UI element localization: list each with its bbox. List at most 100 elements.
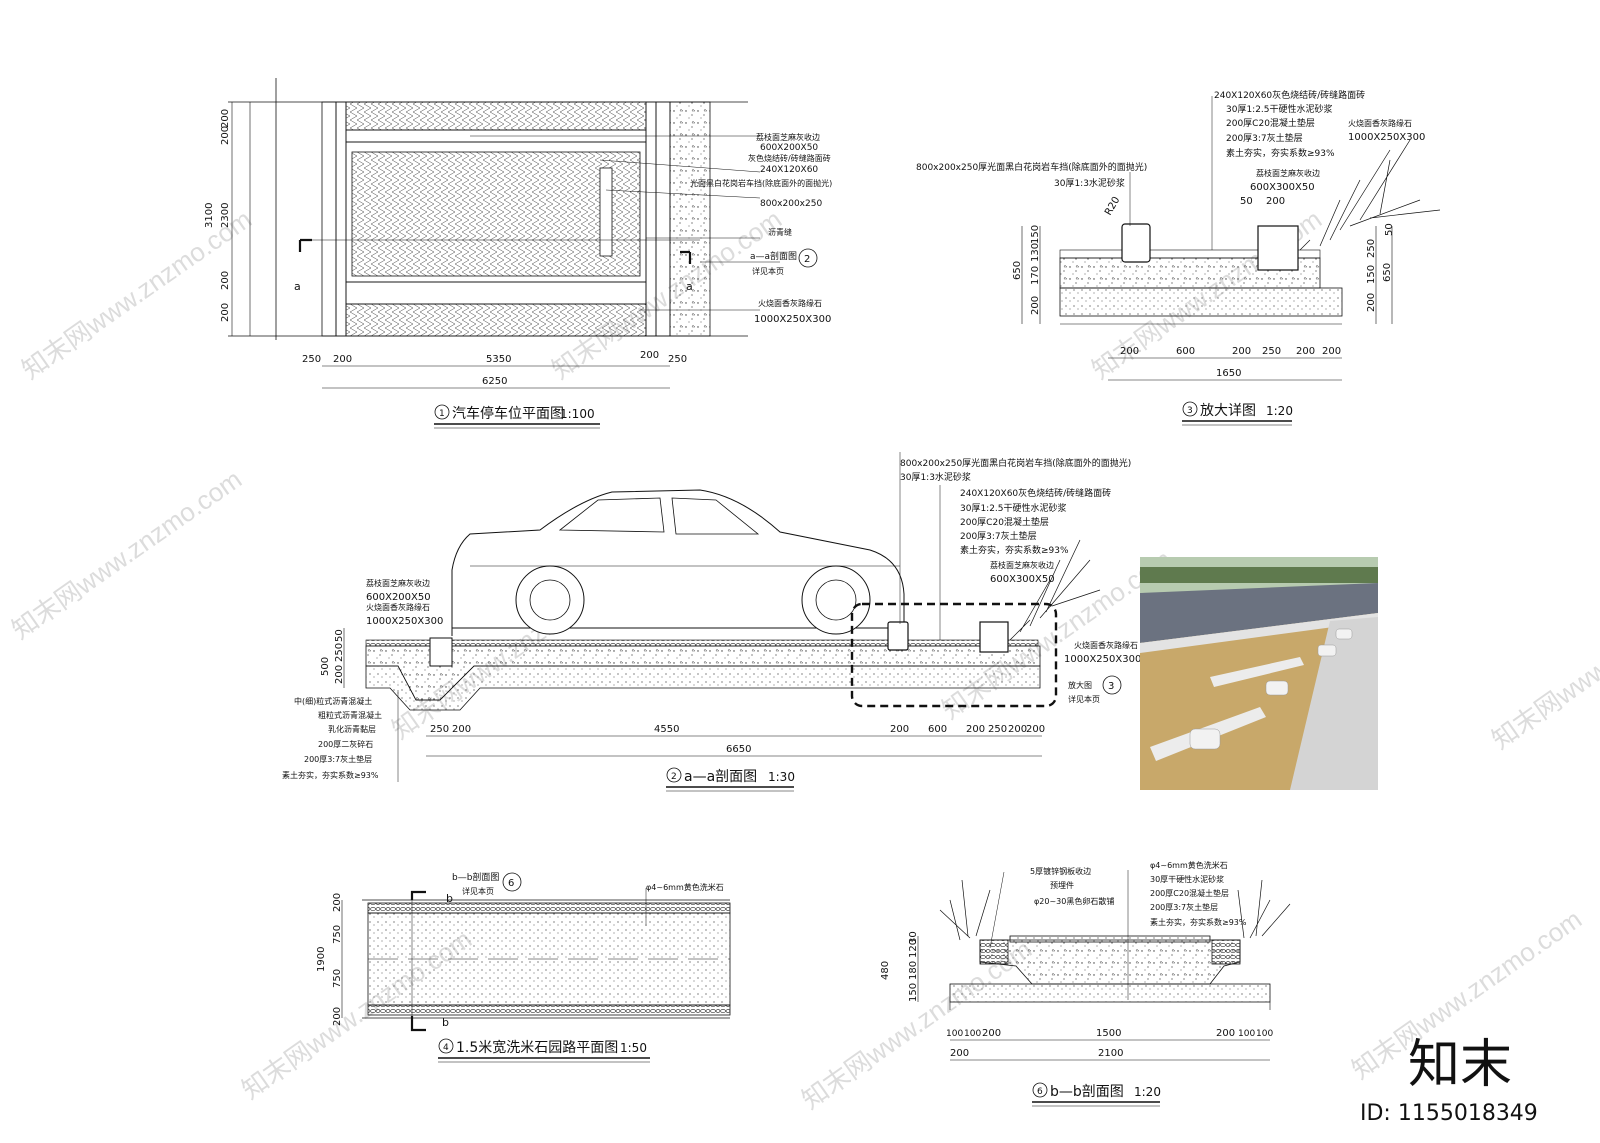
dim-label: 150: [908, 983, 919, 1002]
dim-label: 5350: [486, 354, 511, 365]
detail-ref-number: 3: [1108, 681, 1114, 692]
material-label: 灰色烧结砖/砖缝路面砖: [748, 153, 831, 163]
material-label: 1000X250X300: [1348, 132, 1425, 143]
material-label: φ20~30黑色卵石散铺: [1034, 896, 1114, 906]
enlarged-detail: 240X120X60灰色烧结砖/砖缝路面砖 30厚1:2.5干硬性水泥砂浆 20…: [916, 89, 1441, 426]
material-label: 30厚1:2.5干硬性水泥砂浆: [960, 502, 1067, 514]
material-label: 素土夯实，夯实系数≥93%: [960, 544, 1069, 556]
dim-label: 250: [430, 724, 449, 735]
dim-label: 650: [1012, 261, 1023, 280]
dim-label: 200: [1266, 196, 1285, 207]
layer-label: 粗粒式沥青混凝土: [318, 710, 382, 720]
material-label: 火烧面香灰路缘石: [366, 602, 430, 612]
section-a-a: 800x200x250厚光面黑白花岗岩车挡(除底面外的面抛光) 30厚1:3水泥…: [282, 452, 1141, 792]
dim-label: 200: [890, 724, 909, 735]
material-label: 600X300X50: [1250, 182, 1315, 193]
dim-label: 200: [333, 354, 352, 365]
dim-label: 200: [1296, 346, 1315, 357]
detail-callout-box: [850, 602, 1058, 708]
dim-label: 200: [332, 893, 343, 912]
section-ref-number: 2: [804, 254, 810, 265]
layer-label: 乳化沥青黏层: [328, 724, 376, 734]
drawing-scale: 1:20: [1134, 1085, 1161, 1099]
dim-label: 4550: [654, 724, 679, 735]
dim-label: 200: [966, 724, 985, 735]
dim-label: 200: [220, 126, 231, 145]
material-label: 素土夯实，夯实系数≥93%: [1226, 147, 1335, 159]
watermark-text: 知末网www.znzmo.com: [16, 204, 257, 385]
dim-label: 200: [1232, 346, 1251, 357]
material-label: 30厚1:2.5干硬性水泥砂浆: [1226, 103, 1333, 115]
dim-label: 200: [332, 1007, 343, 1026]
dim-label: 200: [1216, 1028, 1235, 1039]
material-label: 光面黑白花岗岩车挡(除底面外的面抛光): [690, 178, 832, 188]
material-label: 200厚3:7灰土垫层: [1150, 902, 1218, 912]
dim-label: 1500: [1096, 1028, 1121, 1039]
material-label: φ4~6mm黄色洗米石: [1150, 860, 1228, 870]
material-label: 1000X250X300: [366, 616, 443, 627]
material-label: 800x200x250厚光面黑白花岗岩车挡(除底面外的面抛光): [900, 457, 1131, 469]
cut-mark-label: a: [294, 280, 301, 293]
dim-label: 50: [334, 629, 345, 642]
material-label: 600X200X50: [760, 143, 818, 153]
dim-label: 250: [1262, 346, 1281, 357]
dim-label: 2100: [1098, 1048, 1123, 1059]
dim-label: 200: [982, 1028, 1001, 1039]
dim-label: 650: [1382, 263, 1393, 282]
detail-ref-label: 放大图: [1068, 680, 1092, 690]
material-label: 600X200X50: [366, 592, 431, 603]
dim-label: 200: [1008, 724, 1027, 735]
layer-label: 200厚3:7灰土垫层: [304, 754, 372, 764]
material-label: 沥青缝: [768, 227, 792, 237]
dim-label: 100: [964, 1029, 981, 1039]
drawing-number: 6: [1037, 1087, 1043, 1097]
layer-label: 素土夯实，夯实系数≥93%: [282, 770, 379, 780]
material-label: 200厚C20混凝土垫层: [1150, 888, 1229, 898]
material-label: φ4~6mm黄色洗米石: [646, 882, 724, 892]
section-ref-label: a—a剖面图: [750, 250, 797, 262]
cut-mark-label: a: [686, 280, 693, 293]
drawing-title: a—a剖面图: [684, 769, 757, 785]
material-label: 200厚C20混凝土垫层: [1226, 117, 1315, 129]
dim-label: 250: [302, 354, 321, 365]
material-label: 1000X250X300: [754, 314, 831, 325]
material-label: 200厚3:7灰土垫层: [1226, 132, 1303, 144]
drawing-title: 1.5米宽洗米石园路平面图: [456, 1039, 618, 1056]
material-label: 荔枝面芝麻灰收边: [366, 578, 430, 588]
material-label: 600X300X50: [990, 574, 1055, 585]
layer-label: 中(细)粒式沥青混凝土: [294, 696, 372, 706]
dim-label: 180: [908, 961, 919, 980]
dim-label: 200: [220, 271, 231, 290]
dim-label: 750: [332, 925, 343, 944]
drawing-scale: 1:50: [620, 1041, 647, 1055]
dim-label: 200: [1030, 296, 1041, 315]
dim-label: 500: [320, 657, 331, 676]
material-label: 火烧面香灰路缘石: [1348, 118, 1412, 128]
section-ref-note: 详见本页: [752, 266, 784, 276]
dim-label: 120: [908, 939, 919, 958]
dim-label: 3100: [204, 203, 215, 228]
drawing-scale: 1:20: [1266, 404, 1293, 418]
material-label: 荔枝面芝麻灰收边: [1256, 168, 1320, 178]
material-label: 800x200x250: [760, 199, 822, 209]
dim-label: 200: [1322, 346, 1341, 357]
material-label: 240X120X60灰色烧结砖/砖缝路面砖: [1214, 89, 1365, 101]
dim-label: 30: [908, 931, 919, 944]
dim-label: 1900: [316, 947, 327, 972]
dim-label: 600: [928, 724, 947, 735]
dim-label: 50: [1240, 196, 1253, 207]
dim-label: 150: [1030, 225, 1041, 244]
path-plan: b b b—b剖面图 6 详见本页 φ4~6mm黄色洗米石 200 750 75…: [316, 871, 731, 1063]
dim-label: 200: [1120, 346, 1139, 357]
section-ref-note: 详见本页: [462, 886, 494, 896]
material-label: 荔枝面芝麻灰收边: [756, 132, 820, 142]
dim-label: 480: [880, 961, 891, 980]
watermark-logo: 知末: [1408, 1035, 1512, 1095]
drawing-scale: 1:100: [560, 407, 595, 421]
dim-label: 200: [334, 665, 345, 684]
dim-label: 100: [1256, 1029, 1273, 1039]
parking-plan: a a 200 200 2300 200 200 3100 250 200 53…: [204, 78, 832, 429]
radius-label: R20: [1103, 195, 1122, 218]
material-label: 30厚1:3水泥砂浆: [900, 471, 971, 483]
